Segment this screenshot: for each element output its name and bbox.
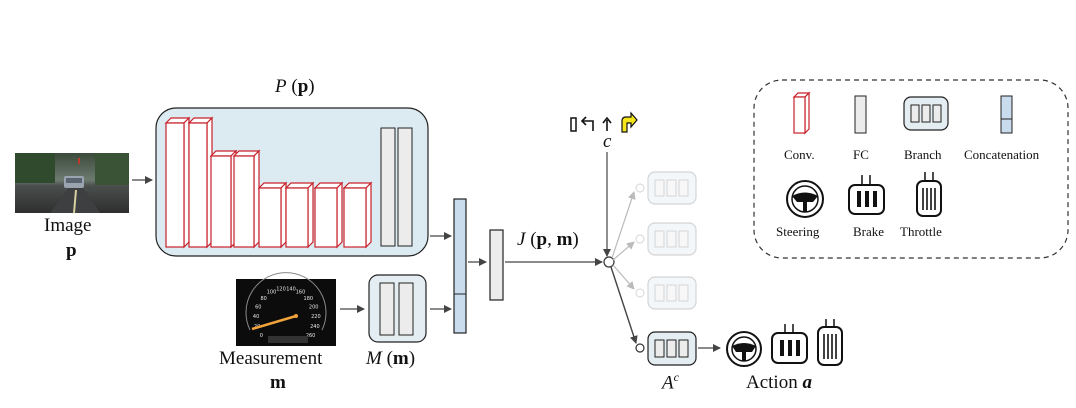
speed-tick-label: 240 (310, 324, 320, 330)
speedometer-image: 020406080100120140160180200220240260 (236, 272, 336, 346)
perception-label: P (p) (275, 76, 315, 97)
speed-tick-label: 80 (261, 296, 267, 302)
speed-tick-label: 100 (267, 290, 277, 296)
joint-fc-layer (489, 229, 504, 301)
conv-layers (164, 116, 373, 249)
branch-link-3 (612, 264, 635, 290)
brake-pedal-icon (771, 324, 808, 364)
concatenation-layer (453, 198, 467, 334)
conv-block-4 (232, 149, 261, 249)
speed-tick-label: 260 (306, 333, 316, 339)
legend-box (753, 79, 1069, 259)
measurement-module-label: M (m) (366, 348, 416, 369)
conv-block-3 (209, 149, 238, 249)
speed-tick-label: 40 (253, 314, 259, 320)
command-icons (570, 111, 638, 133)
measurement-module (368, 274, 427, 343)
speed-tick-label: 140 (286, 286, 296, 292)
legend-steering-icon (786, 180, 824, 218)
legend-conv-label: Conv. (784, 147, 815, 162)
legend-brake-label: Brake (853, 224, 885, 239)
command-var: c (603, 131, 612, 152)
legend-fc-label: FC (853, 147, 869, 162)
speed-tick-label: 0 (260, 333, 263, 339)
legend-branch-icon (903, 96, 949, 131)
legend-fc-icon (854, 95, 867, 134)
branch-inactive-3 (635, 276, 697, 310)
joint-label: J (p, m) (517, 229, 579, 250)
legend-throttle-icon (916, 172, 942, 217)
speed-tick-label: 180 (304, 296, 314, 302)
legend-concat-label: Concatenation (964, 147, 1040, 162)
speed-tick-label: 120 (276, 286, 286, 292)
throttle-pedal-icon (817, 319, 843, 366)
steering-wheel-icon (726, 331, 762, 367)
branch-link-active (610, 266, 638, 344)
speed-tick-label: 200 (309, 304, 319, 310)
perception-fc-layers (380, 127, 413, 247)
legend-steering-label: Steering (776, 224, 820, 239)
conv-block-5 (257, 181, 288, 249)
conv-block-2 (187, 116, 214, 249)
branch-inactive-2 (635, 222, 697, 256)
speed-tick-label: 60 (255, 304, 261, 310)
branch-link-2 (612, 241, 635, 261)
command-switch-node (603, 256, 615, 268)
conv-block-7 (313, 181, 344, 249)
measurement-label: Measurement (219, 348, 323, 369)
conv-block-1 (164, 116, 191, 249)
measurement-fc-1 (379, 282, 395, 336)
image-label: Image (44, 215, 92, 236)
branch-active (635, 331, 697, 366)
legend-concat-icon (1000, 95, 1013, 134)
action-label: Action a (746, 372, 812, 393)
legend-throttle-label: Throttle (900, 224, 942, 239)
speed-tick-label: 160 (296, 290, 306, 296)
conv-block-6 (284, 181, 315, 249)
branch-inactive-1 (635, 171, 697, 205)
legend-branch-label: Branch (904, 147, 942, 162)
measurement-var: m (270, 372, 286, 393)
measurement-fc-2 (398, 282, 414, 336)
legend-conv-icon (792, 91, 811, 135)
legend-brake-icon (848, 175, 885, 215)
camera-image (15, 153, 129, 214)
speed-tick-label: 220 (311, 314, 321, 320)
image-var: p (66, 240, 77, 261)
conv-block-8 (342, 181, 373, 249)
branch-label: Ac (662, 370, 679, 394)
branch-link-1 (611, 191, 636, 259)
